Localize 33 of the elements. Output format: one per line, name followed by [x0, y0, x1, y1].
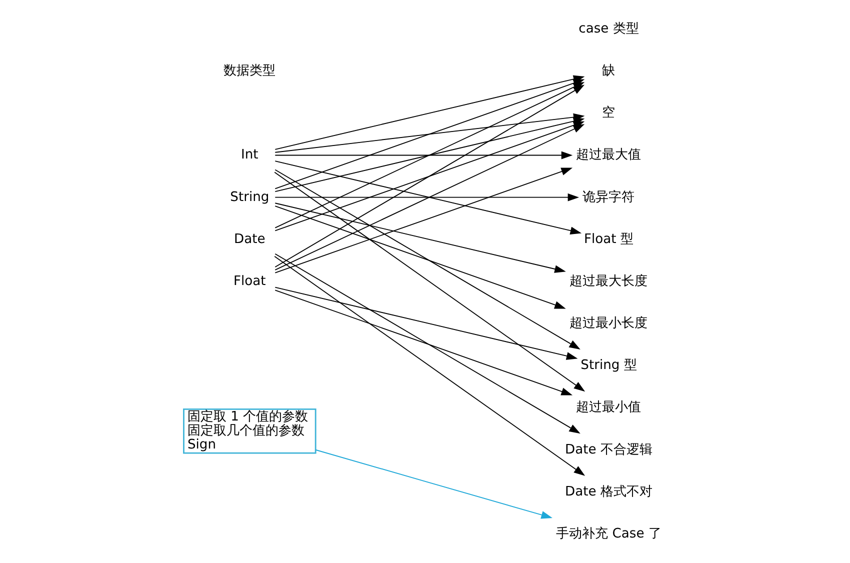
node-text: String — [230, 190, 270, 205]
arrow — [274, 206, 566, 309]
arrow — [274, 253, 580, 434]
arrow — [274, 169, 580, 350]
node-text: Date 格式不对 — [565, 484, 652, 500]
arrow — [315, 449, 552, 519]
node-text: Int — [241, 148, 258, 163]
node-text: Date — [234, 232, 266, 247]
arrow — [274, 202, 566, 273]
node-text: Date 不合逻辑 — [565, 442, 652, 458]
node-text: 超过最小长度 — [570, 316, 648, 332]
label: 数据类型 — [224, 64, 276, 79]
node-text: Float — [234, 274, 266, 289]
arrow — [274, 193, 580, 202]
arrow — [274, 286, 578, 360]
label: case 类型 — [578, 21, 639, 36]
arrow — [274, 256, 586, 476]
node-text: 超过最小值 — [576, 400, 642, 416]
arrow — [274, 160, 582, 234]
node-text: String 型 — [580, 358, 637, 374]
node-text: 缺 — [602, 64, 616, 79]
arrow — [274, 168, 573, 274]
node-text: 超过最大值 — [576, 148, 642, 163]
arrow — [274, 290, 573, 396]
arrow — [274, 151, 573, 160]
arrow — [274, 172, 586, 392]
node-text: 手动补充 Case 了 — [556, 526, 662, 542]
node-text: 超过最大长度 — [570, 274, 648, 289]
node-box: 固定取 1 个值的参数 固定取几个值的参数 Sign — [183, 408, 316, 454]
node-text: 空 — [602, 106, 616, 121]
node-text: 诡异字符 — [582, 190, 635, 205]
arrow — [274, 124, 585, 270]
node-text: Float 型 — [584, 232, 634, 247]
